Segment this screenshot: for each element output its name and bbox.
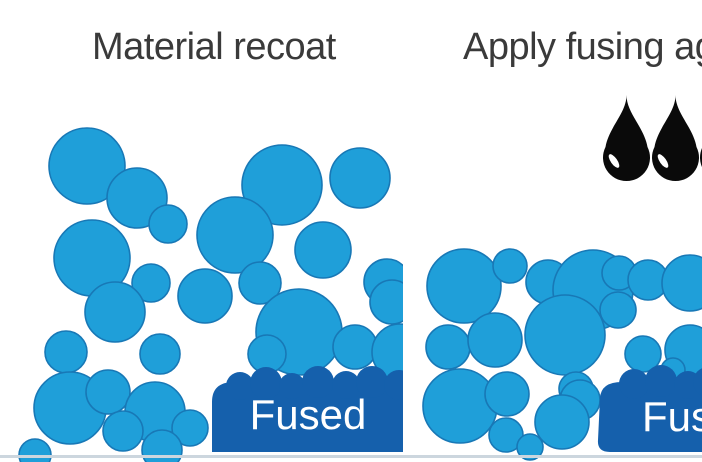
powder-bed-baseline: [0, 455, 702, 458]
droplet-highlight: [608, 154, 620, 168]
powder-particle: [148, 204, 188, 244]
powder-particle: [369, 279, 403, 325]
powder-particle: [426, 248, 502, 324]
powder-particle: [329, 147, 391, 209]
powder-particle: [171, 409, 209, 447]
powder-particle: [238, 261, 282, 305]
droplet-highlight: [657, 154, 669, 168]
powder-particle: [177, 268, 233, 324]
powder-particle: [425, 324, 471, 370]
material-recoat-content: Fused: [18, 127, 403, 462]
material-recoat-graphic: Fused: [18, 127, 403, 462]
fused-blob-bump: [619, 369, 649, 399]
fused-blob-bump: [250, 367, 282, 399]
powder-particle: [241, 144, 323, 226]
fused-blob-bump: [226, 372, 254, 400]
material-recoat-title: Material recoat: [92, 26, 336, 68]
powder-particles: [422, 248, 702, 461]
panel-apply-fusing-agent: Apply fusing ag Fused: [420, 0, 702, 462]
fusing-agent-droplets: [602, 95, 702, 182]
powder-particle: [332, 324, 378, 370]
panel-material-recoat: Material recoat Fused: [18, 26, 403, 462]
powder-particle: [196, 196, 274, 274]
powder-particle: [534, 394, 590, 450]
powder-particle: [492, 248, 528, 284]
powder-particle: [467, 312, 523, 368]
fused-blob-body: [212, 382, 403, 452]
fused-blob-bump: [384, 370, 403, 400]
fused-region: Fused: [597, 365, 702, 452]
powder-particle: [48, 127, 126, 205]
apply-fusing-agent-graphic: Fused: [422, 95, 702, 461]
apply-fusing-agent-content: Fused: [422, 95, 702, 461]
powder-particle: [516, 433, 544, 461]
fused-blob-body: [597, 382, 702, 452]
fused-blob-bump: [279, 373, 305, 399]
powder-particle: [84, 281, 146, 343]
powder-particle: [488, 417, 524, 453]
apply-fusing-agent-title: Apply fusing ag: [463, 26, 702, 68]
powder-particle: [102, 410, 144, 452]
fused-blob-bump: [645, 365, 677, 397]
powder-particle: [294, 221, 352, 279]
powder-particle: [44, 330, 88, 374]
powder-particle: [131, 263, 171, 303]
fused-blob-bump: [302, 366, 334, 398]
powder-particle: [599, 291, 637, 329]
fused-blob-bump: [332, 371, 360, 399]
powder-particle: [422, 368, 498, 444]
powder-particle: [85, 369, 131, 415]
fused-blob-bump: [356, 366, 388, 398]
powder-particles: [18, 127, 403, 462]
powder-particle: [139, 333, 181, 375]
fused-blob-bump: [693, 368, 702, 396]
powder-particle: [484, 371, 530, 417]
powder-particle: [524, 294, 606, 376]
droplet-icon: [602, 95, 650, 182]
droplet-icon: [652, 95, 699, 182]
powder-particle: [661, 254, 702, 312]
fused-label: Fused: [642, 393, 702, 440]
powder-particle: [18, 438, 52, 462]
fused-region: Fused: [212, 366, 403, 452]
powder-particle: [141, 429, 183, 462]
fused-label: Fused: [250, 391, 367, 438]
